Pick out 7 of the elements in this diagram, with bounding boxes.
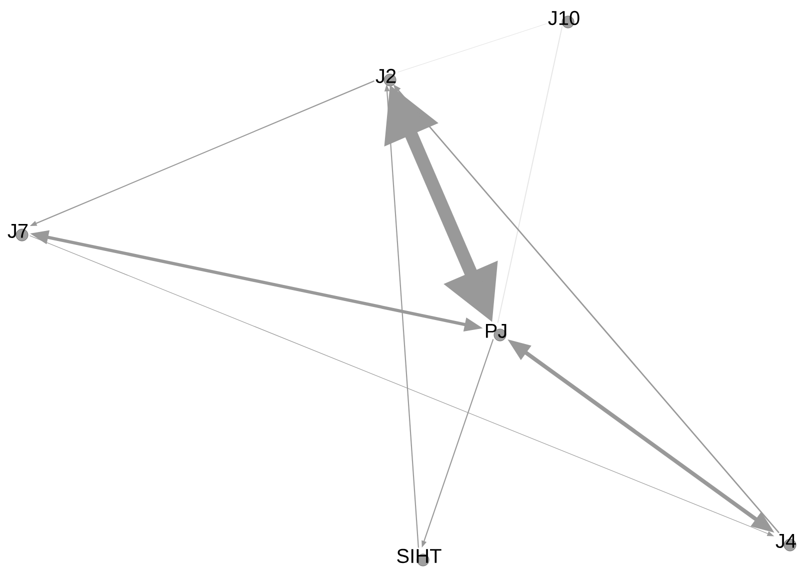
network-node: J7 [8,224,28,242]
network-node: J10 [548,10,580,28]
network-node: PJ [486,324,506,342]
network-node: J4 [776,534,796,552]
network-node: SIHT [397,548,442,566]
network-node: J2 [376,68,396,86]
node-label: SIHT [397,548,442,564]
